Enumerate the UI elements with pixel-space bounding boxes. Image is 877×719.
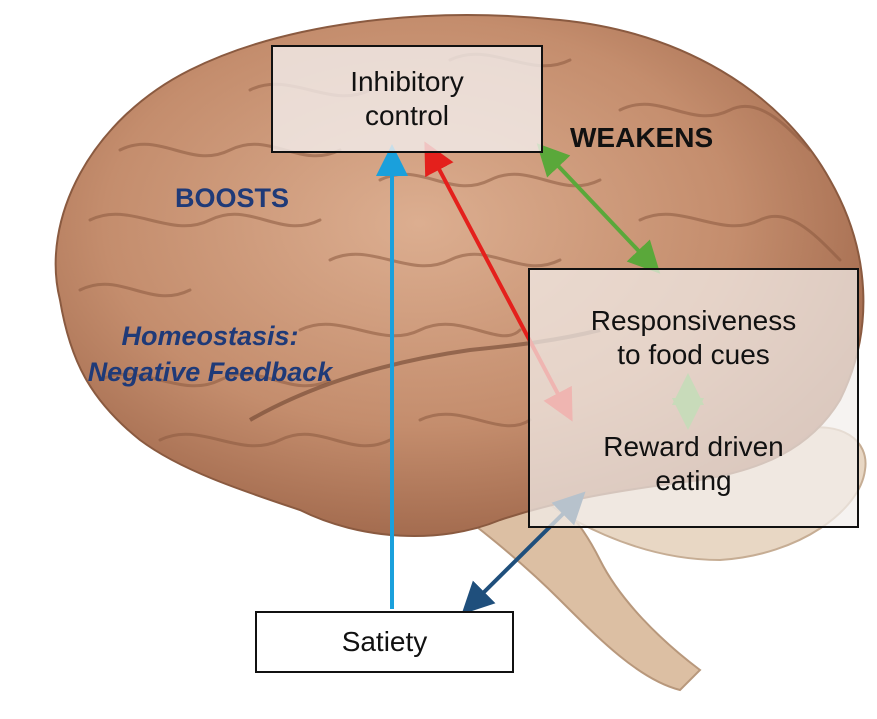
inhibitory-control-line2: control [365,99,449,133]
satiety-box: Satiety [255,611,514,673]
satiety-label: Satiety [342,626,428,658]
homeostasis-label: Homeostasis: Negative Feedback [50,318,370,390]
responsiveness-line1: Responsiveness [591,304,796,338]
reward-system-box: Responsiveness to food cues Reward drive… [528,268,859,528]
responsiveness-line2: to food cues [617,338,770,372]
inhibitory-control-line1: Inhibitory [350,65,464,99]
homeostasis-line1: Homeostasis: [50,318,370,354]
boosts-label: BOOSTS [175,183,289,214]
reward-line2: eating [655,464,731,498]
reward-line1: Reward driven [603,430,784,464]
weakens-label: WEAKENS [570,122,713,154]
inhibitory-control-box: Inhibitory control [271,45,543,153]
homeostasis-line2: Negative Feedback [50,354,370,390]
